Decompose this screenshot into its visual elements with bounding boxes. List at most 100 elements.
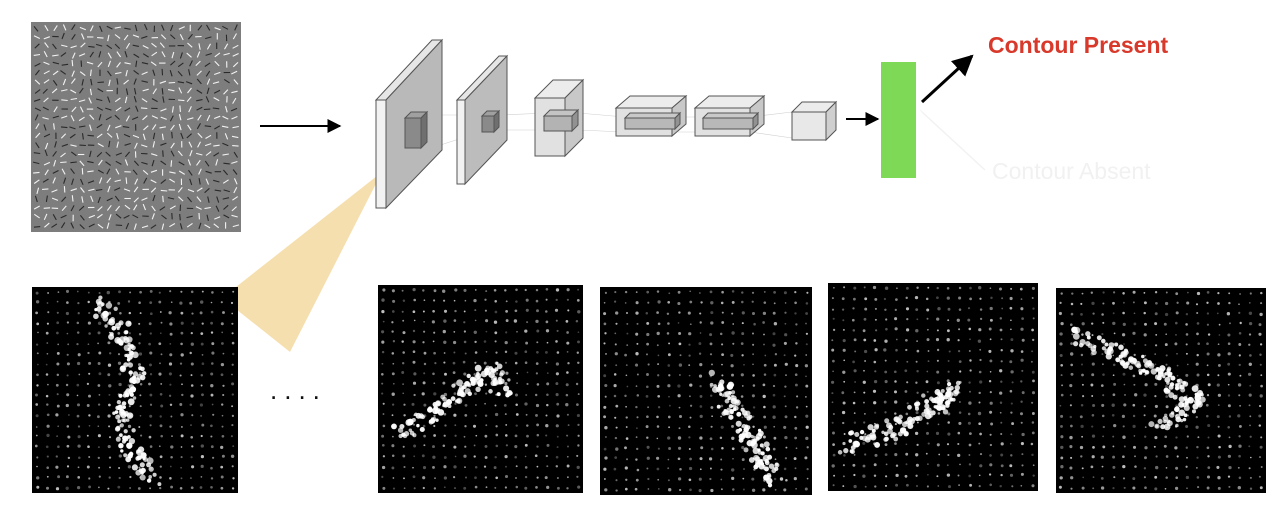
gabor-element (70, 151, 77, 157)
gabor-element (88, 45, 95, 48)
gabor-element (54, 141, 57, 148)
gabor-element (71, 70, 75, 77)
gabor-element (177, 81, 185, 84)
feature-maps (32, 283, 1266, 495)
gabor-element (159, 42, 165, 48)
gabor-element (114, 43, 121, 49)
gabor-element (223, 89, 229, 95)
gabor-element (141, 62, 149, 65)
gabor-element (43, 79, 50, 84)
gabor-element (43, 133, 51, 138)
gabor-element (35, 142, 40, 149)
gabor-element (188, 106, 192, 113)
gabor-element (178, 170, 185, 175)
gabor-element (135, 105, 139, 112)
gabor-element (204, 160, 210, 167)
gabor-element (189, 150, 193, 157)
gabor-element (132, 44, 140, 47)
gabor-element (116, 141, 119, 148)
gabor-element (133, 186, 139, 193)
gabor-element (187, 188, 195, 193)
gabor-element (206, 114, 211, 122)
gabor-element (170, 150, 175, 157)
gabor-element (114, 97, 121, 103)
gabor-element (52, 150, 57, 157)
gabor-element (133, 53, 140, 58)
gabor-element (195, 206, 202, 210)
output-unit (881, 62, 916, 178)
gabor-element (224, 43, 229, 50)
gabor-element (107, 70, 112, 77)
gabor-element (135, 60, 138, 68)
gabor-element (196, 89, 203, 94)
gabor-element (177, 186, 183, 193)
gabor-element (32, 161, 40, 165)
gabor-element (213, 179, 220, 183)
gabor-element (152, 141, 156, 148)
gabor-element (62, 24, 67, 31)
gabor-element (231, 90, 238, 94)
gabor-element (232, 224, 240, 228)
gabor-element (150, 179, 157, 184)
gabor-element (206, 78, 211, 85)
gabor-element (177, 150, 183, 157)
gabor-element (116, 51, 122, 58)
gabor-element (116, 78, 119, 85)
gabor-element (133, 87, 137, 95)
conv-kernel-1 (404, 117, 422, 149)
gabor-element (231, 70, 238, 75)
gabor-element (124, 159, 129, 166)
gabor-element (63, 177, 67, 184)
gabor-element (232, 145, 239, 147)
gabor-element (186, 222, 193, 228)
gabor-element (60, 161, 67, 164)
gabor-element (79, 26, 87, 31)
gabor-element (98, 51, 102, 58)
gabor-element (223, 52, 230, 56)
gabor-element (79, 106, 84, 113)
gabor-element (70, 89, 77, 94)
gabor-element (34, 195, 38, 203)
gabor-element (43, 161, 51, 166)
gabor-element (35, 132, 41, 139)
gabor-element (70, 97, 78, 101)
gabor-element (61, 143, 68, 147)
gabor-element (106, 177, 112, 184)
gabor-element (60, 89, 68, 92)
conv-kernel-5 (702, 117, 754, 130)
gabor-element (33, 205, 40, 210)
gabor-element (205, 134, 212, 139)
contour-absent-label: Contour Absent (992, 158, 1151, 184)
gabor-element (44, 222, 50, 228)
gabor-element (70, 78, 76, 84)
gabor-element (179, 105, 181, 112)
gabor-element (44, 142, 49, 150)
gabor-element (43, 70, 50, 75)
gabor-element (160, 116, 167, 120)
gabor-element (187, 33, 193, 40)
conv-layer-3 (533, 78, 585, 158)
feature-map-4 (828, 283, 1038, 491)
feature-map-1 (32, 287, 238, 493)
gabor-element (71, 24, 76, 31)
gabor-element (169, 24, 174, 32)
gabor-element (169, 115, 174, 122)
gabor-element (98, 159, 103, 166)
gabor-element (114, 195, 120, 202)
gabor-element (71, 178, 75, 185)
gabor-element (141, 80, 148, 83)
gabor-element (141, 98, 148, 103)
gabor-element (89, 124, 92, 131)
gabor-element (70, 188, 77, 192)
gabor-element (71, 52, 76, 59)
gabor-element (231, 160, 238, 164)
gabor-element (106, 124, 111, 132)
gabor-element (233, 187, 238, 194)
gabor-element (106, 44, 113, 50)
gabor-element (34, 107, 41, 112)
gabor-element (160, 24, 165, 31)
gabor-element (189, 60, 193, 67)
gabor-element (115, 106, 122, 112)
conv-layer-2 (455, 54, 509, 186)
gabor-element (61, 168, 66, 175)
